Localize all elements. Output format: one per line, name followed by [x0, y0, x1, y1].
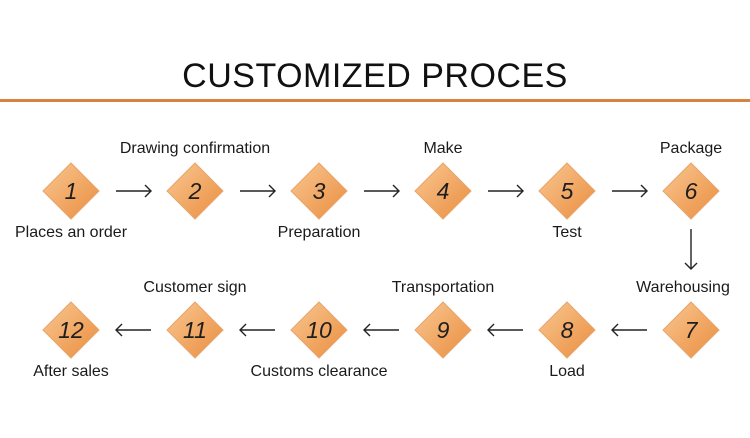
step-number: 6	[684, 178, 698, 204]
step-1-diamond: 1	[42, 162, 100, 220]
diamond-shape	[662, 301, 720, 359]
step-number: 4	[436, 178, 450, 204]
step-number: 7	[684, 317, 698, 343]
step-6-label: Package	[659, 140, 723, 157]
step-6-diamond: 6	[662, 162, 720, 220]
arrow-left-icon	[239, 323, 275, 337]
diamond-shape	[538, 301, 596, 359]
step-8-label: Load	[549, 363, 585, 380]
step-11-label: Customer sign	[143, 279, 247, 296]
step-2-label: Drawing confirmation	[119, 140, 271, 157]
step-number: 1	[64, 178, 78, 204]
arrow-right-icon	[488, 184, 524, 198]
step-10-diamond: 10	[290, 301, 348, 359]
page-title: CUSTOMIZED PROCES	[182, 57, 568, 95]
step-number: 3	[312, 178, 326, 204]
diamond-shape	[290, 162, 348, 220]
step-number: 2	[188, 178, 202, 204]
diamond-shape	[414, 301, 472, 359]
step-5-diamond: 5	[538, 162, 596, 220]
step-number: 5	[560, 178, 574, 204]
arrow-right-icon	[364, 184, 400, 198]
arrow-down-icon	[684, 229, 698, 270]
step-9-label: Transportation	[391, 279, 495, 296]
step-7-label: Warehousing	[636, 279, 730, 296]
diamond-shape	[538, 162, 596, 220]
step-5-label: Test	[552, 224, 582, 241]
step-8-diamond: 8	[538, 301, 596, 359]
step-number: 10	[306, 317, 332, 343]
arrow-left-icon	[115, 323, 151, 337]
step-4-diamond: 4	[414, 162, 472, 220]
step-4-label: Make	[423, 140, 463, 157]
title-underline	[0, 99, 750, 102]
diamond-shape	[42, 301, 100, 359]
diamond-shape	[290, 301, 348, 359]
arrow-right-icon	[116, 184, 152, 198]
step-number: 11	[183, 317, 207, 343]
step-number: 9	[436, 317, 450, 343]
diamond-shape	[42, 162, 100, 220]
diamond-shape	[166, 162, 224, 220]
arrow-right-icon	[612, 184, 648, 198]
step-number: 12	[58, 317, 84, 343]
diamond-shape	[662, 162, 720, 220]
step-7-diamond: 7	[662, 301, 720, 359]
step-10-label: Customs clearance	[250, 363, 388, 380]
step-3-diamond: 3	[290, 162, 348, 220]
arrow-left-icon	[487, 323, 523, 337]
arrow-right-icon	[240, 184, 276, 198]
step-12-label: After sales	[33, 363, 109, 380]
step-3-label: Preparation	[277, 224, 361, 241]
step-9-diamond: 9	[414, 301, 472, 359]
step-1-label: Places an order	[14, 224, 128, 241]
arrow-left-icon	[611, 323, 647, 337]
step-2-diamond: 2	[166, 162, 224, 220]
step-number: 8	[560, 317, 574, 343]
step-11-diamond: 11	[166, 301, 224, 359]
arrow-left-icon	[363, 323, 399, 337]
diamond-shape	[166, 301, 224, 359]
step-12-diamond: 12	[42, 301, 100, 359]
diamond-shape	[414, 162, 472, 220]
